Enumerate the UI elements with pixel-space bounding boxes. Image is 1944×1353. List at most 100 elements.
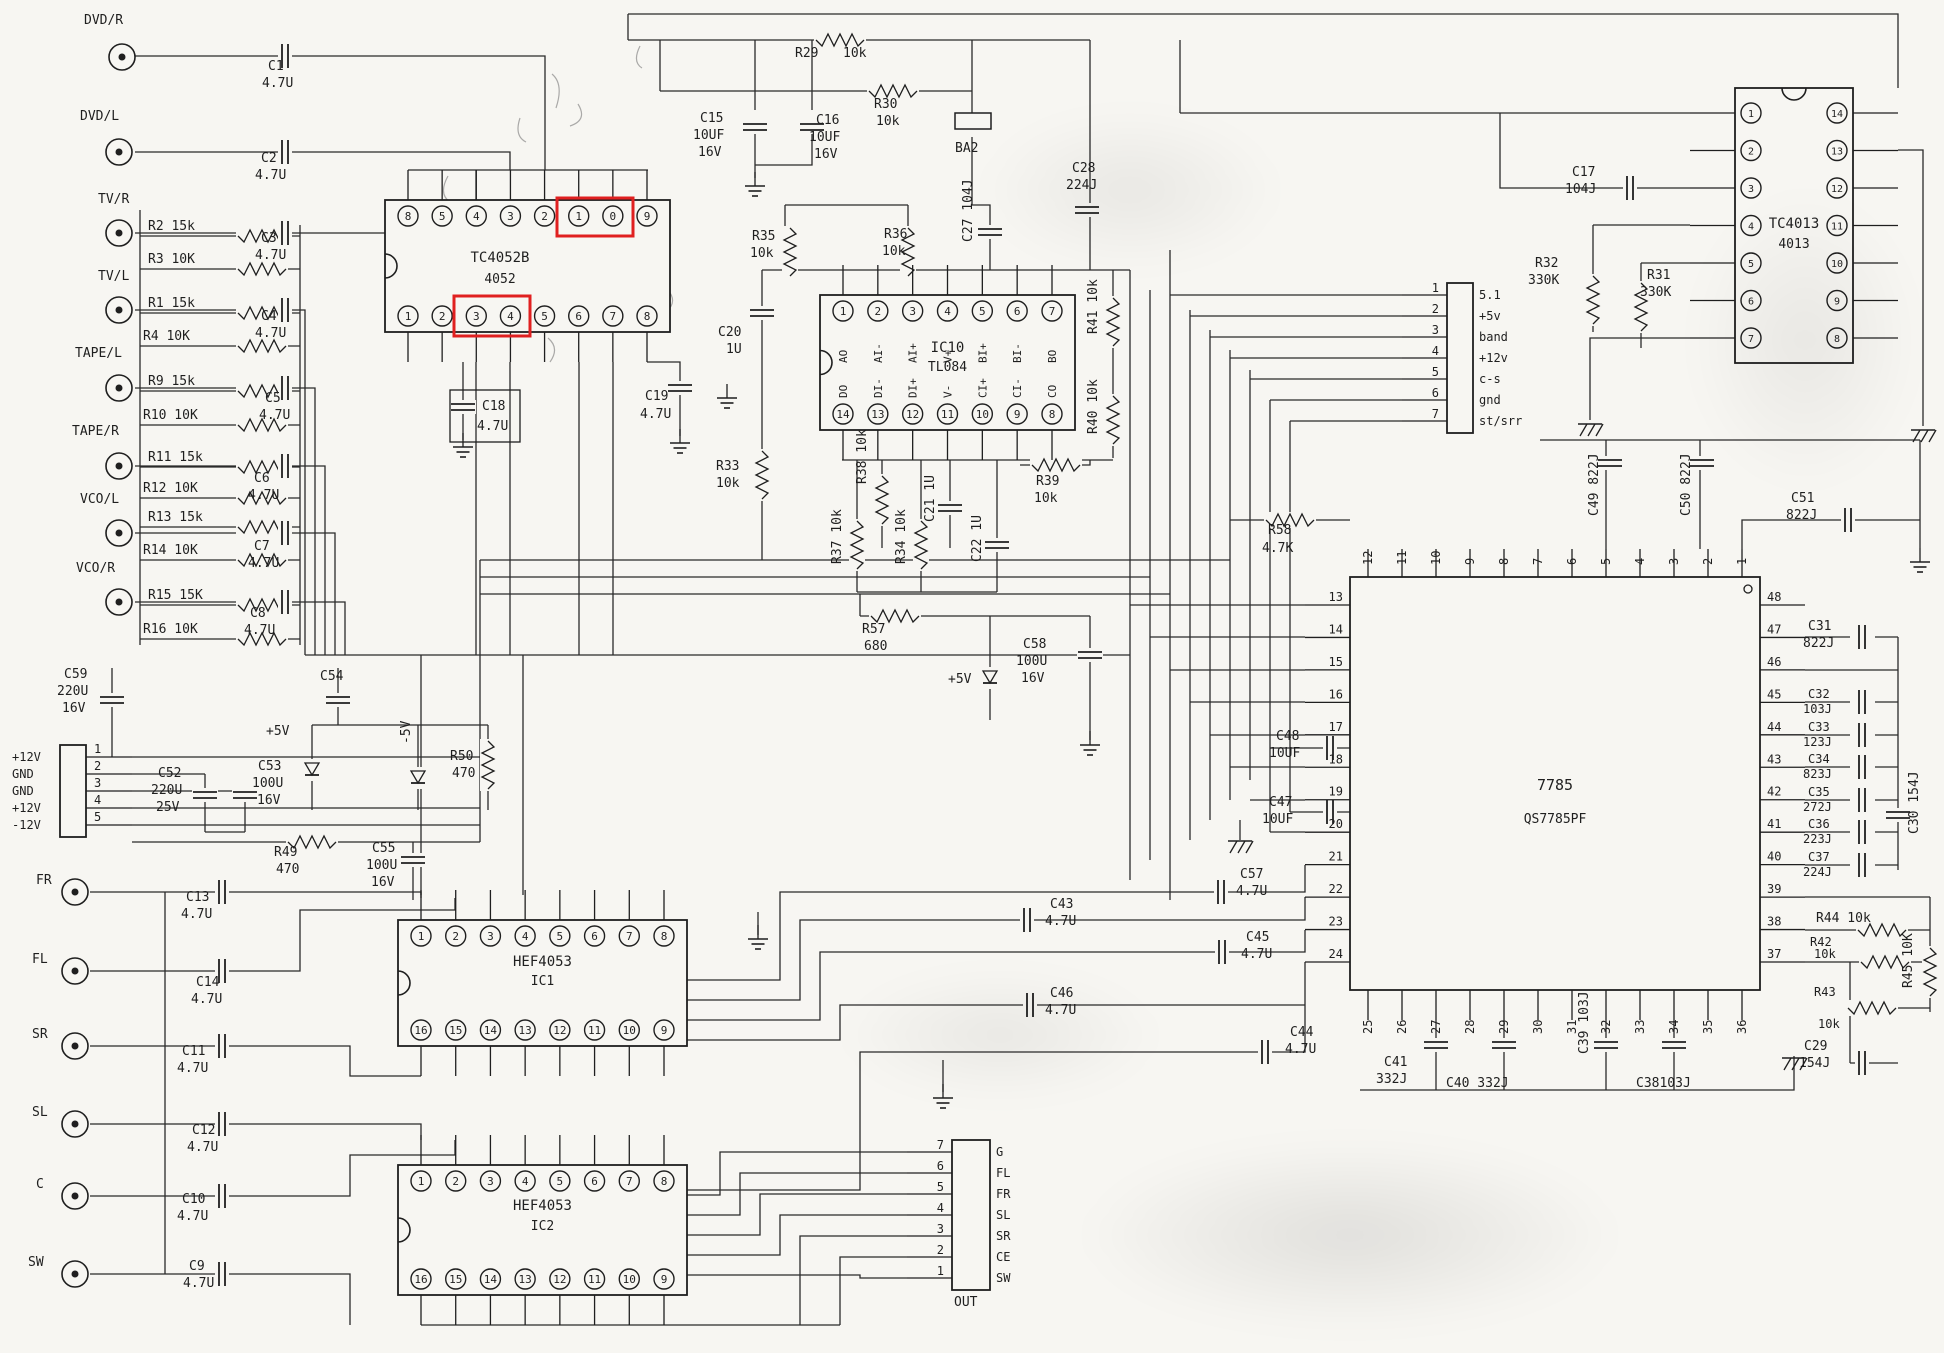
component-label: 10k — [716, 476, 740, 491]
pin-number: 4 — [522, 930, 529, 943]
pin-number: 1 — [937, 1264, 944, 1278]
jack-vcol: VCO/L — [80, 492, 133, 547]
symbol-cap-h-capacitor — [215, 1261, 229, 1287]
jack-label: SR — [32, 1027, 48, 1042]
symbol-cap-h-capacitor — [1841, 507, 1855, 533]
component-label: 272J — [1803, 800, 1832, 814]
component-label: R36 — [884, 227, 907, 242]
pin-number: 12 — [1831, 184, 1843, 195]
chassis-ground-symbol — [1228, 840, 1254, 854]
pin-number: 14 — [484, 1024, 498, 1037]
component-label: C31 — [1808, 619, 1831, 634]
pin-label: DI- — [872, 378, 885, 398]
symbol-cap-v-capacitor — [325, 693, 351, 707]
ground-symbol — [1910, 548, 1930, 573]
pin-number: 13 — [1831, 147, 1843, 158]
ic-part-number: 4052 — [484, 272, 515, 287]
pin-number: 5 — [94, 810, 101, 824]
jack-label: TAPE/L — [75, 346, 122, 361]
jack-sw: SW — [28, 1255, 89, 1288]
pin-label: +12V — [12, 750, 41, 764]
pin-number: 33 — [1633, 1020, 1647, 1034]
pin-number: 5 — [541, 310, 548, 323]
jack-c: C — [36, 1177, 89, 1210]
chassis-ground-symbol — [1782, 1057, 1808, 1071]
component-label: C12 — [192, 1123, 215, 1138]
component-label: C22 1U — [970, 515, 985, 562]
symbol-res-v-resistor — [480, 739, 496, 791]
symbol-cap-h-capacitor — [215, 1111, 229, 1137]
component-label: C7 — [254, 539, 270, 554]
pin-number: 4 — [94, 793, 101, 807]
symbol-res-v-resistor — [913, 519, 929, 571]
symbol-cap-h-capacitor — [278, 453, 292, 479]
component-label: 223J — [1803, 832, 1832, 846]
ic-part-number: TL084 — [928, 360, 967, 375]
component-label: C3 — [261, 231, 277, 246]
pin-label: st/srr — [1479, 414, 1522, 428]
component-label: R11 15k — [148, 450, 203, 465]
pin-number: 2 — [875, 305, 882, 318]
symbol-cap-v-capacitor — [232, 788, 258, 802]
symbol-res-h-resistor — [286, 834, 338, 850]
component-label: C13 — [186, 890, 209, 905]
symbol-cap-h-capacitor — [215, 958, 229, 984]
symbol-cap-v-capacitor — [1689, 456, 1715, 470]
component-label: C8 — [250, 606, 266, 621]
pin-number: 1 — [575, 210, 582, 223]
pin-number: 45 — [1767, 687, 1781, 701]
component-label: 4.7U — [1236, 884, 1267, 899]
pin-number: 13 — [519, 1024, 532, 1037]
component-label: 100U — [366, 858, 397, 873]
pin-number: 3 — [473, 310, 480, 323]
component-label: R16 10K — [143, 622, 198, 637]
symbol-cap-v-capacitor — [1423, 1038, 1449, 1052]
symbol-cap-v-capacitor — [977, 225, 1003, 239]
jack-label: C — [36, 1177, 44, 1192]
component-label: R15 15K — [148, 588, 203, 603]
pin-number: 19 — [1329, 785, 1343, 799]
pin-number: 10 — [623, 1024, 636, 1037]
symbol-cap-v-capacitor — [749, 306, 775, 320]
component-label: R44 10k — [1816, 911, 1871, 926]
component-label: 10UF — [809, 130, 840, 145]
pin-number: 11 — [588, 1024, 601, 1037]
ground-symbol — [748, 925, 768, 950]
symbol-res-v-resistor — [849, 519, 865, 571]
pin-number: 2 — [439, 310, 446, 323]
component-label: C47 — [1269, 795, 1292, 810]
jack-vcor: VCO/R — [76, 561, 133, 616]
pin-label: CI+ — [976, 378, 989, 398]
component-label: R30 — [874, 97, 897, 112]
symbol-cap-v-capacitor — [1661, 1038, 1687, 1052]
component-label: C29 — [1804, 1039, 1827, 1054]
symbol-cap-h-capacitor — [1855, 1050, 1869, 1076]
component-label: C35 — [1808, 785, 1830, 799]
component-label: 4.7K — [1262, 541, 1293, 556]
symbol-cap-v-capacitor — [742, 120, 768, 134]
pin-number: 2 — [937, 1243, 944, 1257]
component-label: R29 — [795, 46, 818, 61]
pin-label: SL — [996, 1208, 1010, 1222]
ic-name: IC10 — [931, 340, 965, 356]
pin-number: 12 — [553, 1024, 566, 1037]
component-label: 10k — [882, 244, 906, 259]
component-label: C36 — [1808, 817, 1830, 831]
component-label: 16V — [257, 793, 281, 808]
pin-number: 16 — [1329, 687, 1343, 701]
jack-fl: FL — [32, 952, 89, 985]
pin-number: 16 — [414, 1273, 427, 1286]
component-label: R1 15k — [148, 296, 195, 311]
pin-number: 32 — [1599, 1020, 1613, 1034]
component-label: R37 10k — [830, 509, 845, 564]
pin-label: band — [1479, 330, 1508, 344]
pin-number: 7 — [626, 930, 633, 943]
pin-number: 14 — [1329, 622, 1343, 636]
pin-number: 30 — [1531, 1020, 1545, 1034]
component-label: C6 — [254, 471, 270, 486]
component-label: C17 — [1572, 165, 1595, 180]
symbol-cap-h-capacitor — [1855, 754, 1869, 780]
component-label: 10k — [876, 114, 900, 129]
